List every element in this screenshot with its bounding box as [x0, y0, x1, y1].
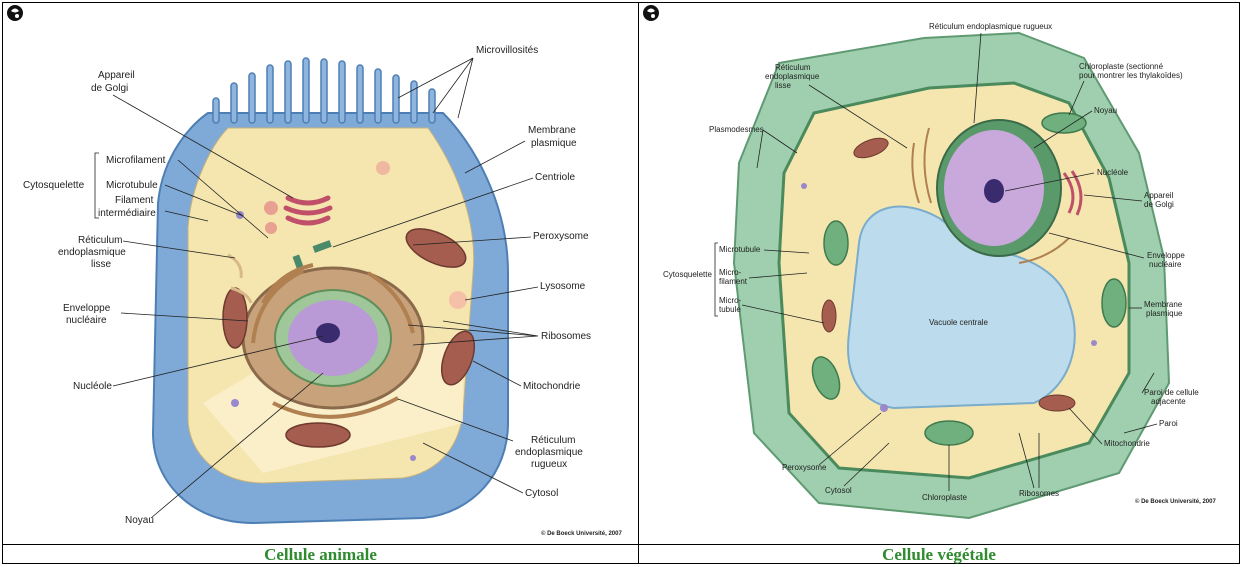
- label-microfilament: Microfilament: [106, 155, 166, 166]
- label-er-rugueux-line3: rugueux: [531, 459, 567, 470]
- label-chloroplaste-line2: pour montrer les thylakoïdes): [1079, 71, 1183, 80]
- label-cytosol: Cytosol: [825, 486, 852, 495]
- copyright-left: © De Boeck Université, 2007: [541, 530, 622, 537]
- label-microtubule2-line2: tubule: [719, 305, 741, 314]
- label-er-rugueux-line2: endoplasmique: [515, 447, 583, 458]
- label-plasmodesmes: Plasmodesmes: [709, 125, 764, 134]
- label-microtubule: Microtubule: [719, 245, 761, 254]
- animal-cell-panel: © De Boeck Université, 2007 Microvillosi…: [3, 3, 638, 544]
- globe-badge-icon: [643, 5, 659, 21]
- plant-cell-panel: © De Boeck Université, 2007 Réticulum en…: [639, 3, 1239, 544]
- label-mitochondrie: Mitochondrie: [1104, 439, 1150, 448]
- label-er-rugueux: Réticulum endoplasmique rugueux: [929, 22, 1052, 31]
- label-mitochondrie: Mitochondrie: [523, 381, 581, 392]
- label-er-rugueux-line1: Réticulum: [531, 435, 575, 446]
- caption-plant-cell: Cellule végétale: [639, 545, 1239, 564]
- label-er-lisse-line3: lisse: [91, 259, 111, 270]
- label-vacuole: Vacuole centrale: [929, 318, 989, 327]
- label-golgi-line2: de Golgi: [91, 83, 128, 94]
- label-enveloppe-line1: Enveloppe: [1147, 251, 1185, 260]
- label-centriole: Centriole: [535, 172, 575, 183]
- label-noyau: Noyau: [1094, 106, 1117, 115]
- label-cytosquelette: Cytosquelette: [663, 270, 712, 279]
- label-chloroplaste-line1: Chloroplaste (sectionné: [1079, 62, 1164, 71]
- label-er-lisse-line3: lisse: [775, 81, 792, 90]
- label-membrane-line1: Membrane: [1144, 300, 1183, 309]
- label-microfilament-line1: Micro-: [719, 268, 742, 277]
- animal-cell-diagram: © De Boeck Université, 2007 Microvillosi…: [3, 3, 638, 544]
- label-paroi-adj-line2: adjacente: [1151, 397, 1186, 406]
- label-microtubule2-line1: Micro-: [719, 296, 742, 305]
- label-nucleole: Nucléole: [1097, 168, 1129, 177]
- label-cytosquelette: Cytosquelette: [23, 180, 85, 191]
- vesicle-dot: [801, 183, 807, 189]
- label-membrane-line2: plasmique: [531, 138, 577, 149]
- label-paroi: Paroi: [1159, 419, 1178, 428]
- label-golgi-line2: de Golgi: [1144, 200, 1174, 209]
- caption-animal-cell: Cellule animale: [3, 545, 638, 564]
- vesicle-dot-2: [1091, 340, 1097, 346]
- label-enveloppe-line2: nucléaire: [66, 315, 107, 326]
- label-nucleole: Nucléole: [73, 381, 112, 392]
- label-chloroplaste: Chloroplaste: [922, 493, 967, 502]
- label-ribosomes: Ribosomes: [541, 331, 591, 342]
- label-er-lisse-line2: endoplasmique: [765, 72, 820, 81]
- copyright-right: © De Boeck Université, 2007: [1135, 498, 1216, 505]
- label-filament-line2: intermédiaire: [98, 208, 156, 219]
- globe-badge-icon: [7, 5, 23, 21]
- label-membrane-line2: plasmique: [1146, 309, 1183, 318]
- label-microfilament-line2: filament: [719, 277, 748, 286]
- label-er-lisse-line2: endoplasmique: [58, 247, 126, 258]
- label-peroxysome: Peroxysome: [533, 231, 589, 242]
- plant-cell-diagram: © De Boeck Université, 2007 Réticulum en…: [639, 3, 1239, 544]
- label-microtubule: Microtubule: [106, 180, 158, 191]
- label-enveloppe-line1: Enveloppe: [63, 303, 111, 314]
- label-ribosomes: Ribosomes: [1019, 489, 1059, 498]
- label-membrane-line1: Membrane: [528, 125, 576, 136]
- label-cytosol: Cytosol: [525, 488, 558, 499]
- label-microvillosites: Microvillosités: [476, 45, 538, 56]
- label-noyau: Noyau: [125, 515, 154, 526]
- label-er-lisse-line1: Réticulum: [78, 235, 122, 246]
- peroxysome-dot: [880, 404, 888, 412]
- label-golgi-line1: Appareil: [98, 70, 135, 81]
- label-lysosome: Lysosome: [540, 281, 586, 292]
- label-filament-line1: Filament: [115, 195, 154, 206]
- label-er-lisse-line1: Réticulum: [775, 63, 811, 72]
- label-paroi-adj-line1: Paroi de cellule: [1144, 388, 1199, 397]
- plant-nucleus-shape: [937, 120, 1061, 256]
- label-enveloppe-line2: nucléaire: [1149, 260, 1182, 269]
- label-golgi-line1: Appareil: [1144, 191, 1174, 200]
